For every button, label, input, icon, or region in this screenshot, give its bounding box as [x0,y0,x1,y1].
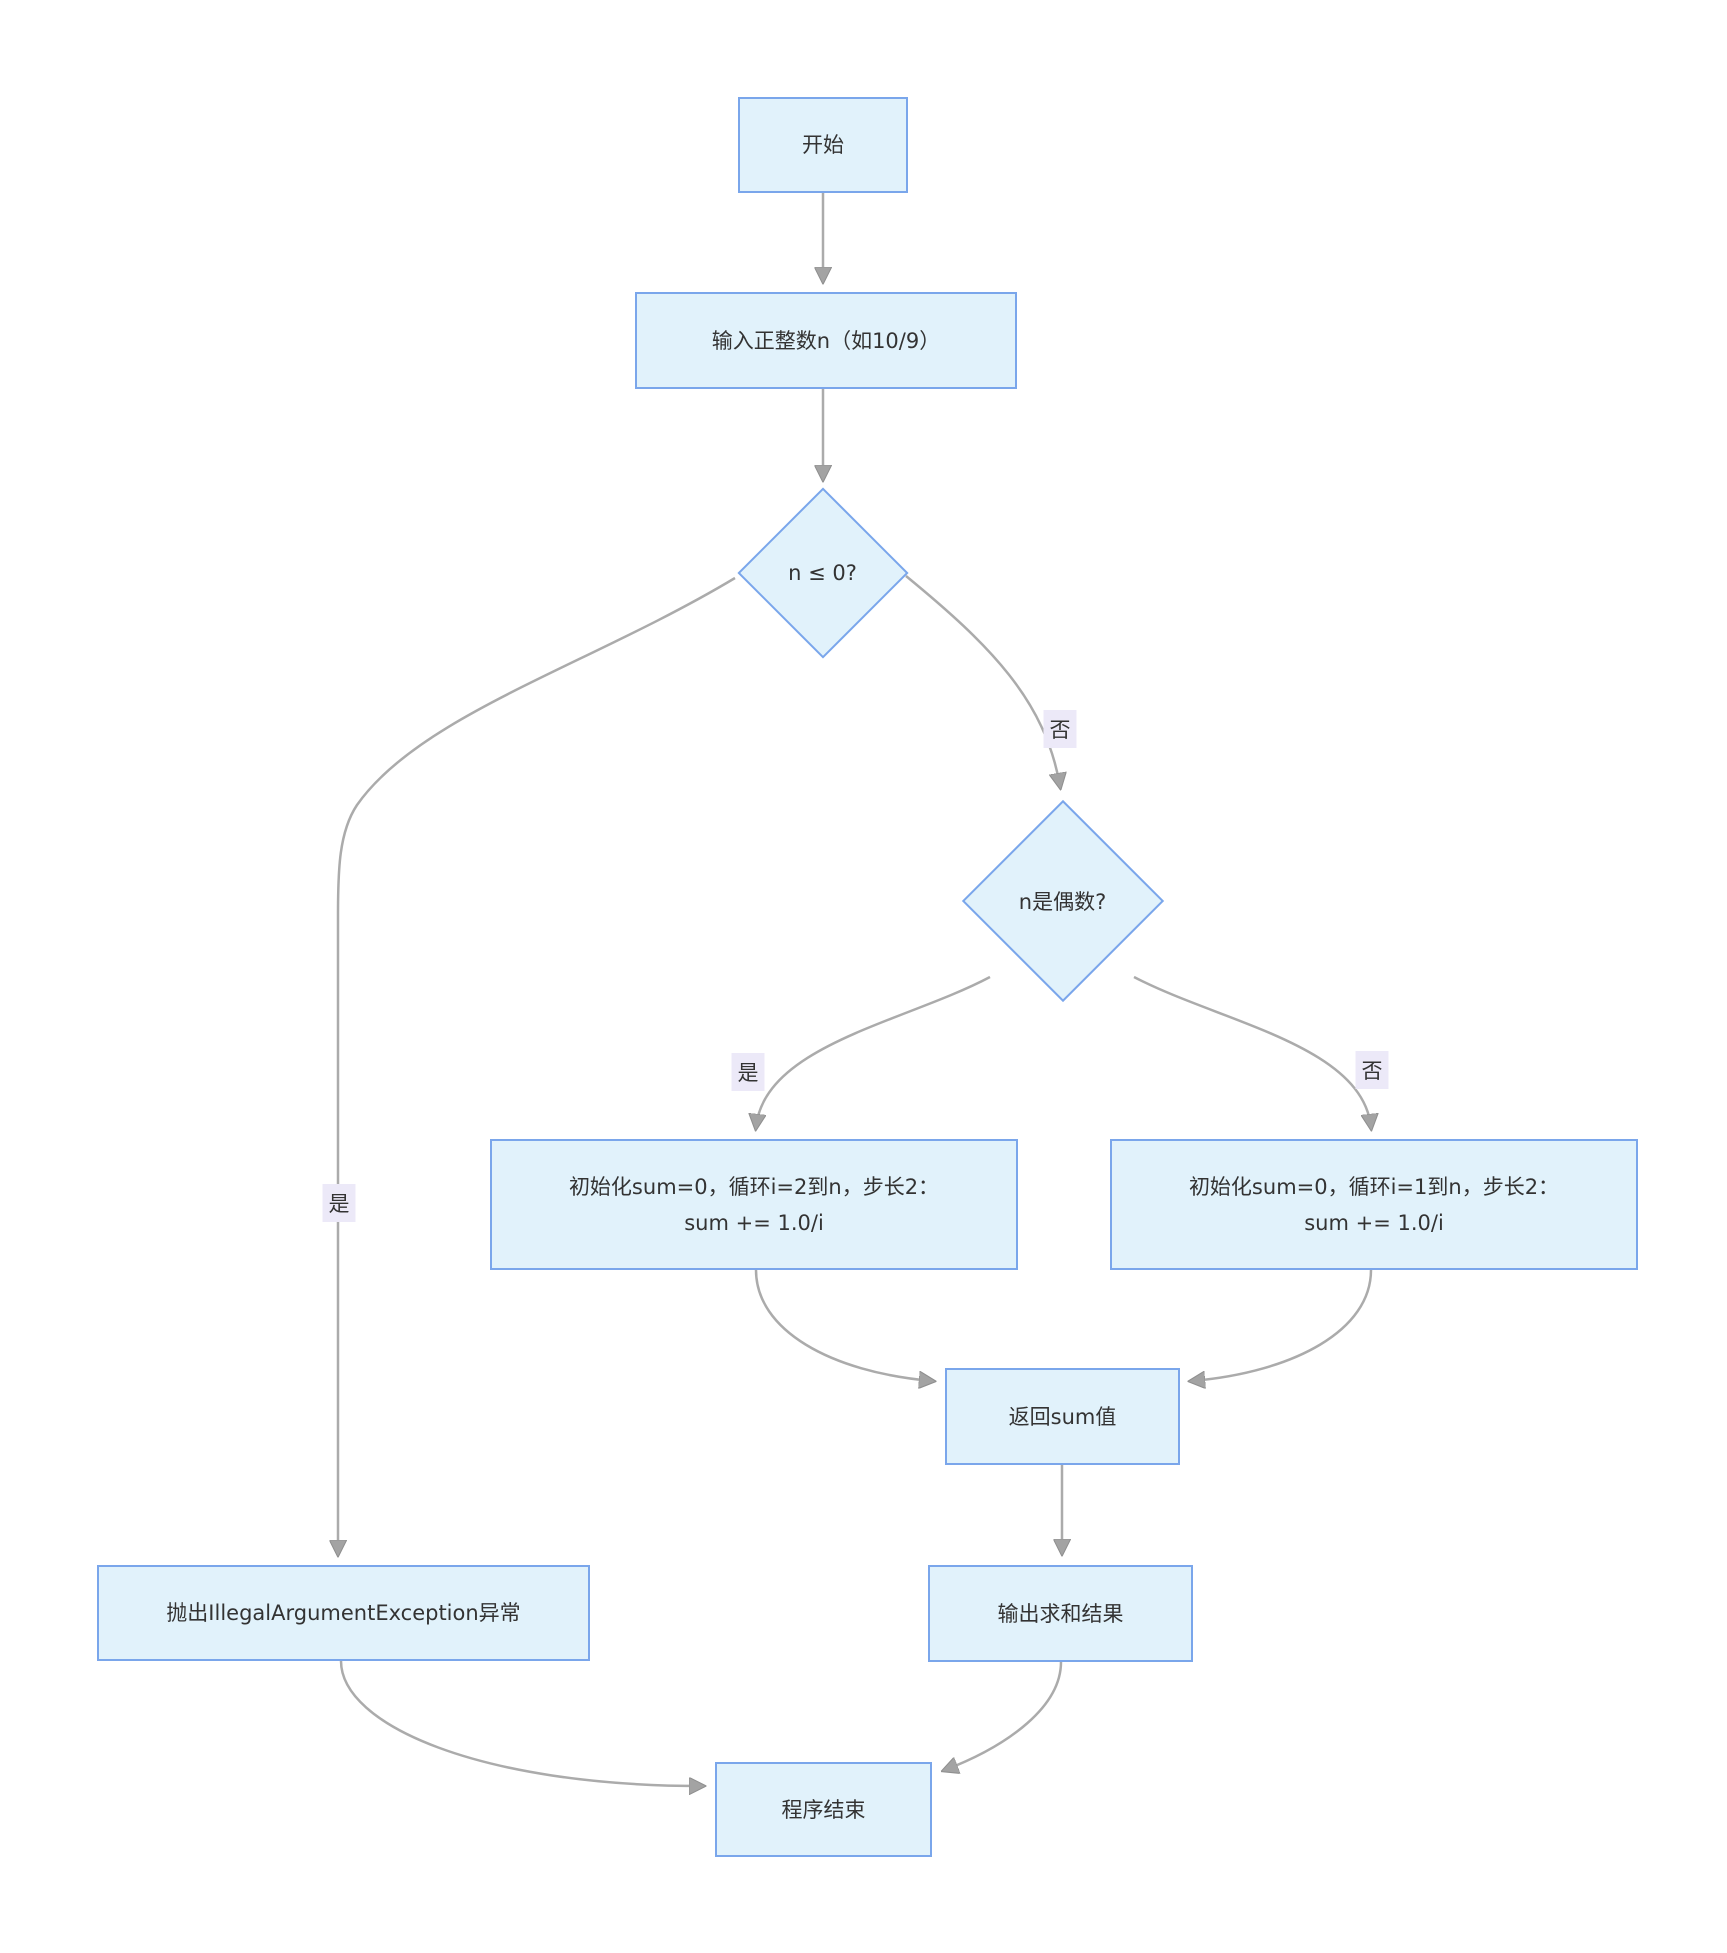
edge-check-even-yes [756,975,991,1127]
edge-check-even-no [1133,975,1371,1127]
node-input-label: 输入正整数n（如10/9） [711,328,941,353]
node-output-result: 输出求和结果 [928,1565,1193,1662]
node-check-even-label: n是偶数? [1018,890,1107,914]
edge-label-nonpositive-yes: 是 [322,1184,356,1222]
node-end-label: 程序结束 [781,1797,866,1822]
node-check-even: n是偶数? [961,799,1164,1003]
node-even-loop-line2: sum += 1.0/i [684,1210,824,1235]
node-start-label: 开始 [802,133,844,157]
edge-label-nonpositive-no: 否 [1043,710,1077,748]
node-end: 程序结束 [715,1762,932,1857]
node-even-loop-line1: 初始化sum=0，循环i=2到n，步长2： [568,1174,940,1199]
edge-check-nonpositive-no [905,575,1060,786]
node-check-nonpositive: n ≤ 0? [736,487,909,659]
edge-output-to-end [945,1661,1063,1770]
edge-odd-loop-to-return [1192,1269,1373,1381]
edge-exception-to-end [339,1660,702,1786]
node-return-sum: 返回sum值 [945,1368,1180,1465]
node-throw-exception-label: 抛出IllegalArgumentException异常 [166,1601,521,1625]
node-odd-loop-line1: 初始化sum=0，循环i=1到n，步长2： [1188,1174,1560,1199]
node-even-loop: 初始化sum=0，循环i=2到n，步长2： sum += 1.0/i [490,1139,1018,1270]
edge-label-even-yes: 是 [731,1053,765,1091]
node-start: 开始 [738,97,908,193]
edge-even-loop-to-return [754,1269,932,1381]
node-odd-loop: 初始化sum=0，循环i=1到n，步长2： sum += 1.0/i [1110,1139,1638,1270]
edge-label-even-no: 否 [1355,1051,1389,1089]
node-input: 输入正整数n（如10/9） [635,292,1017,389]
node-throw-exception: 抛出IllegalArgumentException异常 [97,1565,590,1661]
node-output-result-label: 输出求和结果 [997,1601,1124,1626]
node-check-nonpositive-label: n ≤ 0? [788,561,857,585]
node-return-sum-label: 返回sum值 [1008,1404,1117,1429]
edge-check-nonpositive-yes [338,576,736,1553]
node-odd-loop-line2: sum += 1.0/i [1304,1210,1444,1235]
